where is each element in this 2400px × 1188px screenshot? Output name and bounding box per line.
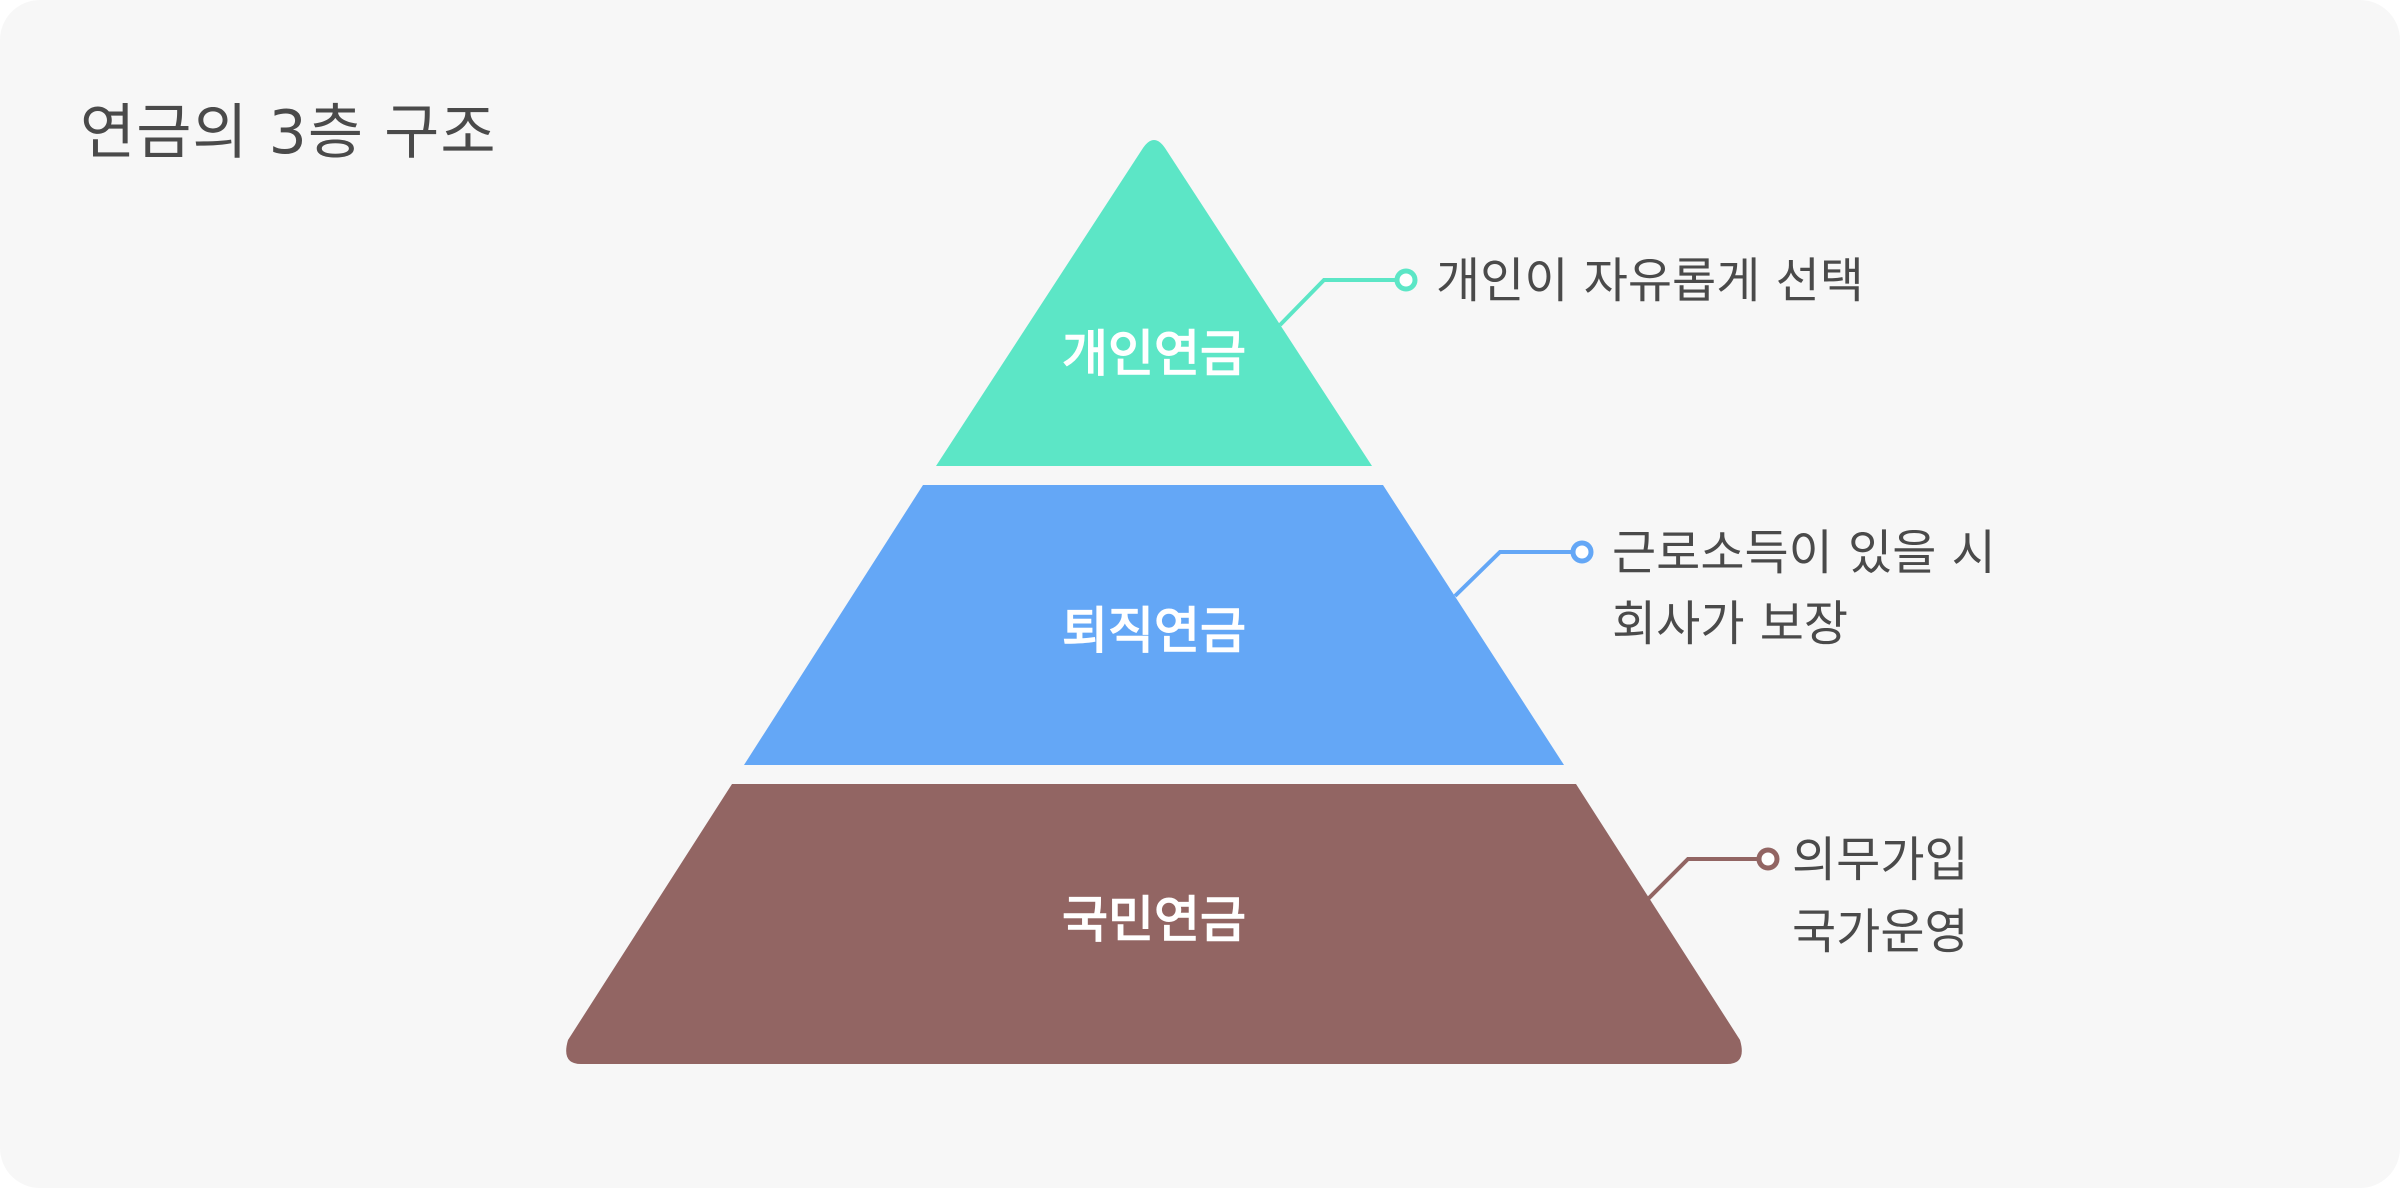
pyramid-tier-middle: 퇴직연금 근로소득이 있을 시 회사가 보장 [744, 485, 1996, 765]
tier-middle-description-line-2: 회사가 보장 [1612, 596, 1848, 652]
diagram-title: 연금의 3층 구조 [80, 98, 497, 168]
tier-middle-label: 퇴직연금 [1062, 602, 1246, 660]
tier-top-description-line-1: 개인이 자유롭게 선택 [1436, 253, 1864, 309]
pyramid-tier-top: 개인연금 개인이 자유롭게 선택 [936, 140, 1864, 466]
tier-middle-description-line-1: 근로소득이 있을 시 [1612, 525, 1996, 581]
tier-top-connector-dot [1394, 268, 1418, 292]
tier-bottom-description-line-1: 의무가입 [1792, 832, 1969, 888]
tier-middle-connector [1453, 550, 1574, 598]
tier-top-label: 개인연금 [1062, 325, 1246, 383]
tier-bottom-label: 국민연금 [1062, 891, 1246, 949]
tier-bottom-connector-dot [1756, 847, 1780, 871]
tier-top-shape [936, 140, 1372, 466]
tier-top-connector [1278, 278, 1398, 327]
tier-bottom-description-line-2: 국가운영 [1792, 904, 1969, 960]
tier-bottom-shape [566, 784, 1742, 1064]
tier-middle-shape [744, 485, 1564, 765]
tier-middle-connector-dot [1570, 540, 1594, 564]
tier-bottom-connector [1646, 857, 1760, 901]
pyramid-tier-bottom: 국민연금 의무가입 국가운영 [566, 784, 1969, 1064]
